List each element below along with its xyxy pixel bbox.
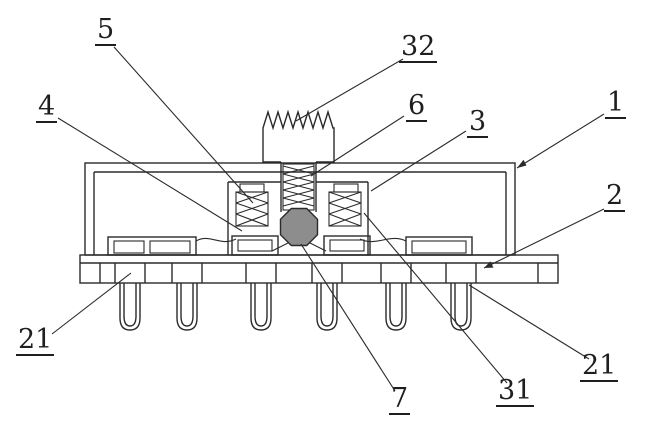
ref-label-6: 6 [406,90,428,122]
contact-blocks [107,235,473,256]
ball [279,207,319,247]
ref-label-4: 4 [36,91,58,123]
center-spring [280,162,317,212]
ref-label-3: 3 [467,106,489,138]
ref-label-5: 5 [95,14,117,46]
ref-label-21-left: 21 [16,324,55,356]
ref-label-1: 1 [605,87,627,119]
ref-label-2: 2 [604,180,626,212]
arrowhead-2 [484,261,494,268]
base-plate [79,254,559,284]
side-springs [235,183,362,227]
arrowhead-1 [517,159,527,168]
ref-label-32: 32 [399,31,438,63]
ref-label-21-right: 21 [580,350,619,382]
leader-lines [51,46,605,392]
ref-label-31: 31 [496,375,535,407]
terminal-pins [114,263,477,331]
knob [262,109,335,163]
ref-label-7: 7 [389,383,411,415]
